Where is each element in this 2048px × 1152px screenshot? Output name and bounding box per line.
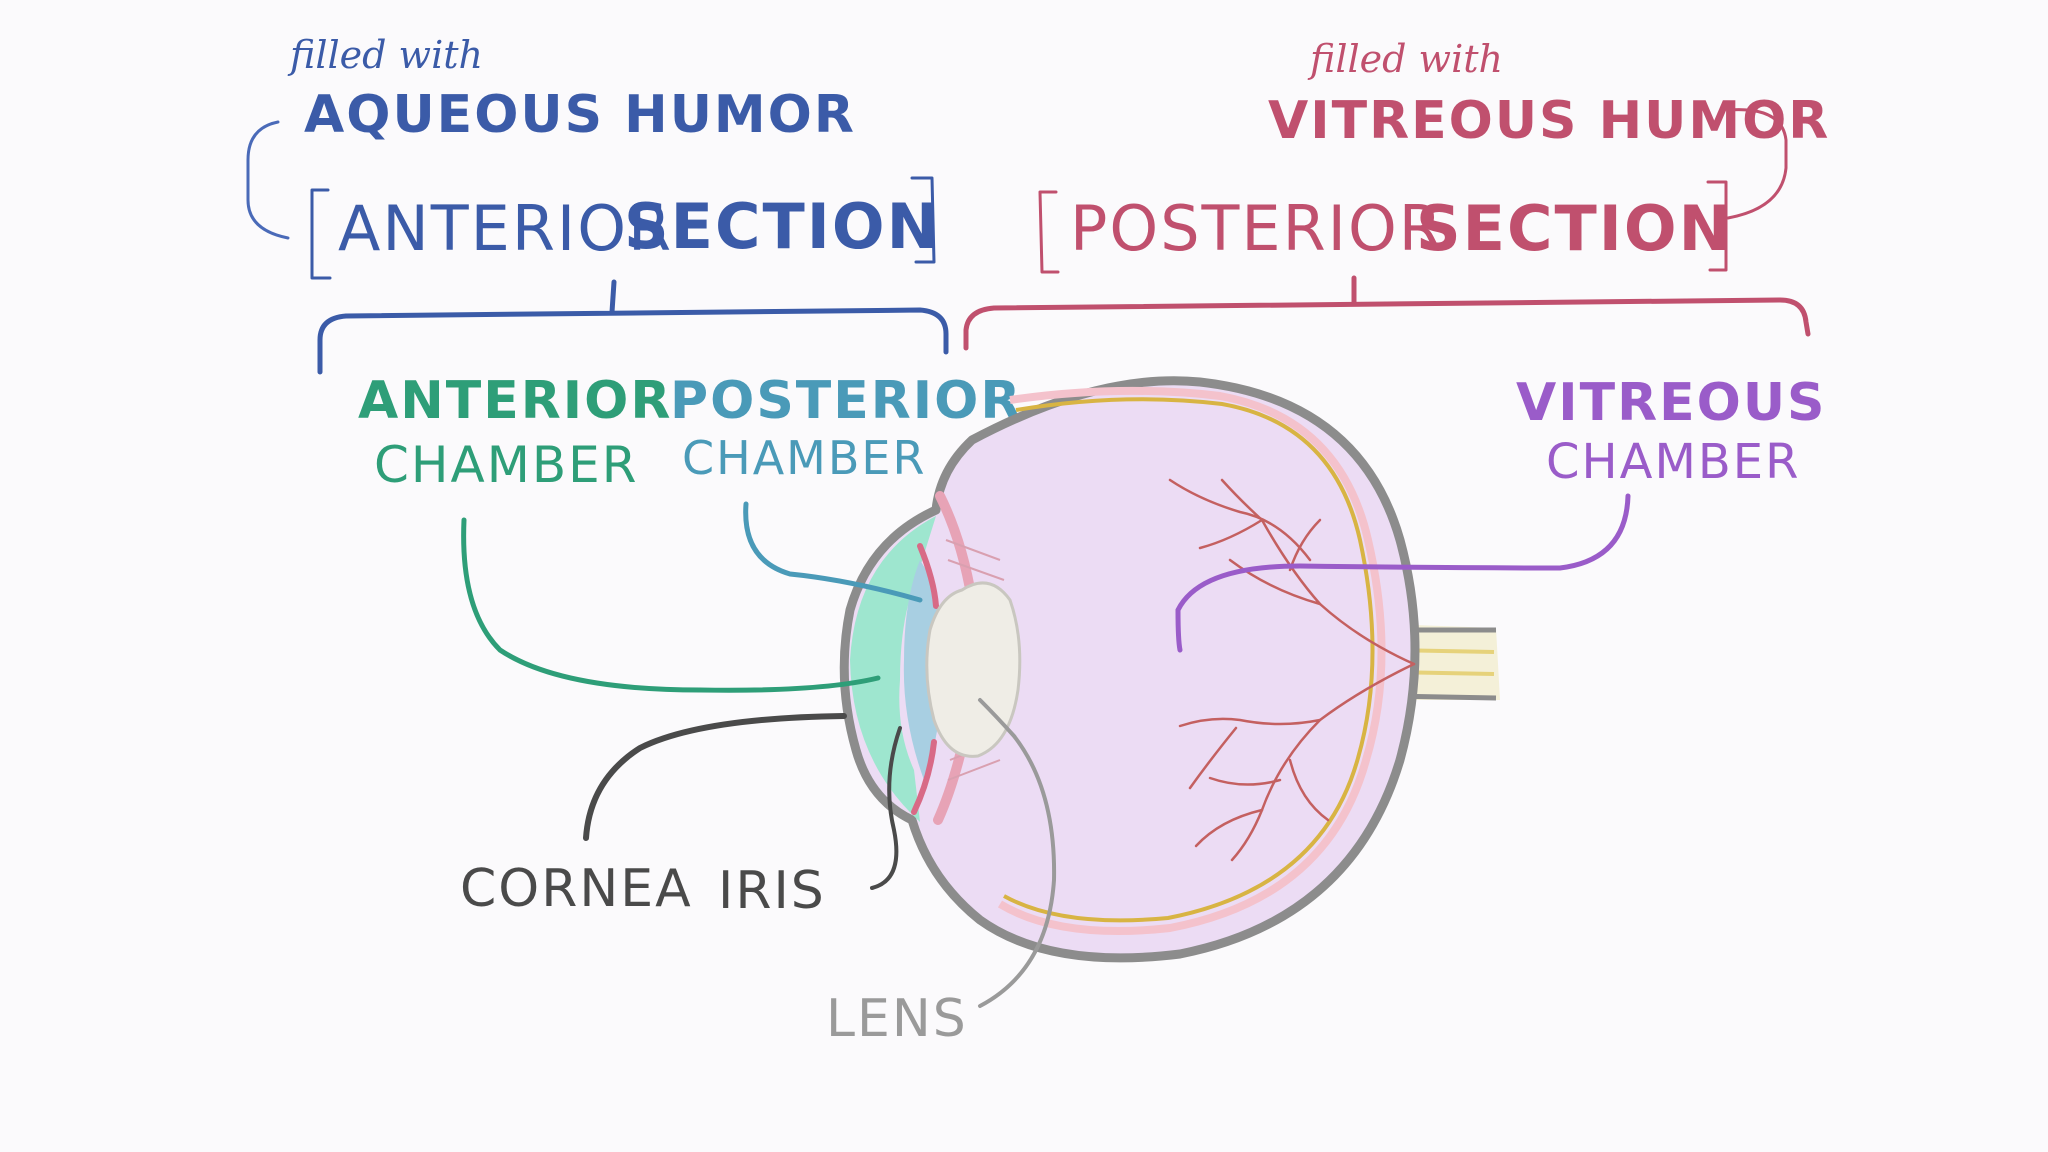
choroid-layer <box>997 386 1386 935</box>
iris-label: IRIS <box>718 861 826 921</box>
vitreous-chamber-leader <box>1175 493 1631 653</box>
iris-leader <box>870 726 902 890</box>
lens-leader <box>978 698 1057 1008</box>
cornea <box>850 516 936 822</box>
posterior-section-left-bracket <box>1038 190 1060 274</box>
vitreous-connector-brace <box>1726 108 1788 220</box>
anterior-section-word1: ANTERIOR <box>338 192 673 265</box>
aqueous-connector-brace <box>246 120 290 240</box>
zonule-fibers <box>945 539 1005 781</box>
vitreous-chamber-label-line2: CHAMBER <box>1546 434 1800 490</box>
filled-with-right-label: filled with <box>1307 37 1503 81</box>
anterior-chamber-label-line1: ANTERIOR <box>358 371 672 431</box>
lens <box>925 581 1022 758</box>
iris <box>911 543 939 815</box>
posterior-section-right-bracket <box>1706 180 1728 272</box>
anterior-section-right-bracket <box>910 176 936 264</box>
filled-with-left-label: filled with <box>287 33 483 77</box>
lens-label: LENS <box>826 989 968 1049</box>
aqueous-humor-label: AQUEOUS HUMOR <box>304 85 856 145</box>
anterior-section-grouping-bracket <box>317 279 949 375</box>
anterior-section-word2: SECTION <box>624 190 940 263</box>
anterior-chamber-label-line2: CHAMBER <box>374 436 639 494</box>
vitreous-humor-label: VITREOUS HUMOR <box>1268 91 1830 151</box>
posterior-section-word2: SECTION <box>1416 192 1732 265</box>
posterior-section-grouping-bracket <box>963 275 1811 351</box>
retina-layer <box>1003 397 1375 923</box>
posterior-chamber-leader <box>743 501 923 603</box>
vitreous-chamber-label-line1: VITREOUS <box>1516 373 1827 433</box>
cornea-leader <box>583 713 847 841</box>
cornea-label: CORNEA <box>460 859 693 919</box>
posterior-chamber-label-line1: POSTERIOR <box>670 371 1022 431</box>
anterior-section-left-bracket <box>310 188 332 280</box>
posterior-section-word1: POSTERIOR <box>1070 192 1444 265</box>
posterior-chamber-label-line2: CHAMBER <box>682 431 926 485</box>
posterior-chamber-region <box>903 560 943 780</box>
anterior-chamber-leader <box>461 517 881 693</box>
eye-illustration <box>839 376 1500 963</box>
